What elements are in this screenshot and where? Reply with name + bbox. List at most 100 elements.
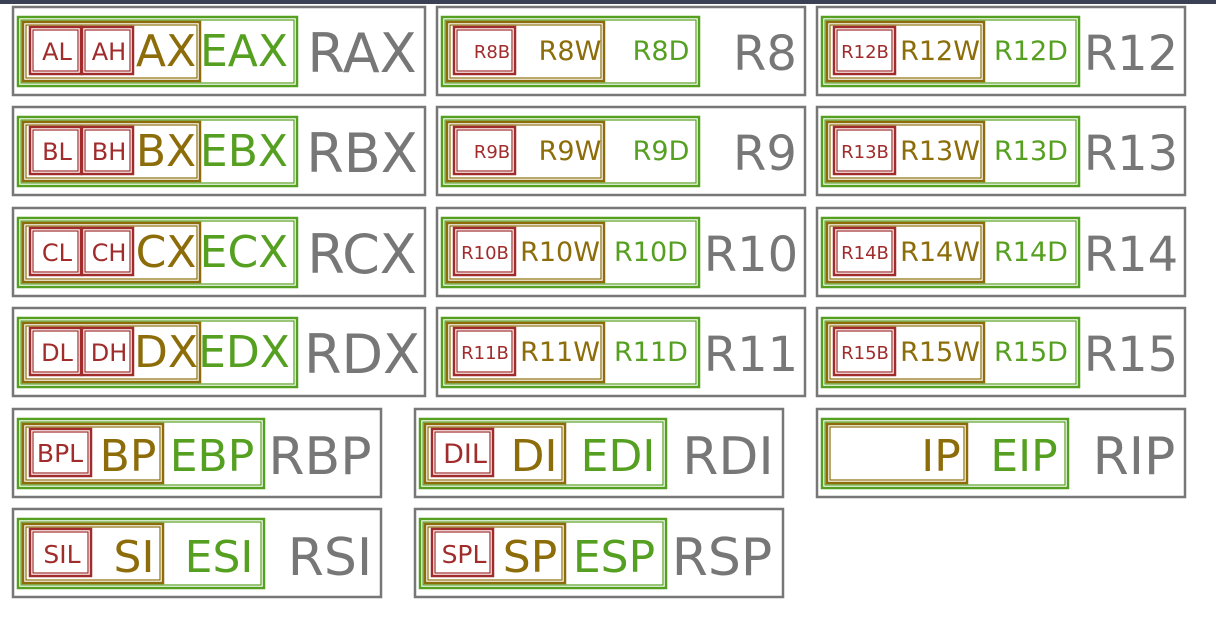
- reg32-box-inner-line: [824, 421, 1066, 486]
- reg64-label: R10: [704, 227, 798, 283]
- reg8-low-label: R12B: [841, 42, 889, 63]
- reg32-label: R10D: [614, 237, 688, 268]
- reg32-box: [820, 316, 1081, 389]
- reg32-box-inner-line: [444, 220, 697, 285]
- reg8-low-label: SIL: [43, 540, 80, 569]
- reg16-box: [825, 321, 986, 384]
- reg8-low-box: [452, 125, 517, 176]
- reg32-label: ESI: [185, 532, 254, 583]
- reg32-label: EBX: [200, 126, 288, 177]
- top-border-bar: [0, 0, 1216, 4]
- reg32-label: R14D: [994, 237, 1068, 268]
- reg8-low-box: [452, 25, 517, 76]
- register-r9: R9B R9W R9D R9: [435, 105, 807, 197]
- reg8-high-box-inner-line: [84, 230, 131, 273]
- reg64-label: RCX: [307, 223, 417, 286]
- reg32-box: [418, 417, 668, 490]
- reg32-box-inner-line: [422, 421, 664, 486]
- reg8-low-label: SPL: [442, 540, 487, 569]
- reg64-box: [11, 206, 427, 298]
- reg64-label: R14: [1084, 227, 1178, 283]
- reg32-box: [440, 115, 701, 188]
- reg32-box: [16, 417, 266, 490]
- reg16-box: [825, 221, 986, 284]
- reg32-box: [820, 216, 1081, 289]
- reg64-label: RIP: [1093, 427, 1176, 487]
- reg64-box: [815, 407, 1187, 499]
- reg32-label: R13D: [994, 136, 1068, 167]
- reg16-box-inner-line: [829, 24, 982, 79]
- reg64-box: [435, 306, 807, 398]
- reg8-low-label: DIL: [443, 439, 487, 470]
- reg64-box: [815, 306, 1187, 398]
- register-rdi: DIL DI EDI RDI: [413, 407, 785, 499]
- reg64-label: RSI: [288, 528, 372, 588]
- reg32-box-inner-line: [20, 421, 262, 486]
- reg8-low-box-inner-line: [456, 330, 513, 373]
- register-rip: IP EIP RIP: [815, 407, 1187, 499]
- reg64-box: [11, 5, 427, 97]
- reg32-label: ECX: [200, 227, 289, 278]
- reg16-box: [825, 120, 986, 183]
- reg8-high-box-inner-line: [84, 29, 131, 72]
- reg16-box: [825, 422, 969, 485]
- reg32-box: [16, 316, 299, 389]
- reg16-label: SP: [503, 532, 557, 583]
- reg64-box: [11, 105, 427, 197]
- reg16-box-inner-line: [25, 526, 161, 581]
- register-rsp: SPL SP ESP RSP: [413, 507, 785, 599]
- reg8-low-box-inner-line: [456, 29, 513, 72]
- reg8-high-box-inner-line: [84, 330, 131, 373]
- reg16-label: CX: [136, 227, 197, 278]
- reg32-box-inner-line: [20, 320, 295, 385]
- register-rbp: BPL BP EBP RBP: [11, 407, 383, 499]
- reg8-low-label: DL: [41, 339, 73, 367]
- reg16-label: SI: [114, 532, 155, 583]
- reg64-box: [11, 507, 383, 599]
- reg16-box-inner-line: [829, 124, 982, 179]
- reg16-box-inner-line: [25, 325, 198, 380]
- reg16-box: [423, 422, 567, 485]
- reg8-high-box: [80, 125, 135, 176]
- reg32-box: [820, 417, 1070, 490]
- reg16-box: [445, 321, 606, 384]
- reg64-label: RBX: [306, 122, 418, 185]
- reg8-low-box-inner-line: [456, 129, 513, 172]
- reg8-low-box: [430, 527, 495, 578]
- reg32-box: [820, 15, 1081, 88]
- reg64-label: R12: [1084, 26, 1178, 82]
- reg16-box: [423, 522, 567, 585]
- reg8-low-box-inner-line: [836, 230, 893, 273]
- reg16-box-inner-line: [427, 526, 563, 581]
- reg64-label: RDI: [682, 427, 774, 487]
- reg32-label: R12D: [994, 36, 1068, 67]
- reg32-box-inner-line: [20, 521, 262, 586]
- reg16-label: R9W: [539, 136, 602, 167]
- reg64-box: [11, 306, 427, 398]
- reg8-low-box: [452, 326, 517, 377]
- reg32-label: EIP: [990, 431, 1057, 482]
- reg64-box: [815, 105, 1187, 197]
- reg8-low-box-inner-line: [456, 230, 513, 273]
- register-rdx: DL DH DX EDX RDX: [11, 306, 427, 398]
- reg8-low-box-inner-line: [32, 330, 79, 373]
- reg32-box-inner-line: [824, 119, 1077, 184]
- reg8-low-box: [832, 25, 897, 76]
- reg16-label: BX: [136, 126, 196, 177]
- reg32-box: [16, 216, 299, 289]
- reg64-label: RSP: [672, 528, 773, 588]
- register-r15: R15B R15W R15D R15: [815, 306, 1187, 398]
- reg32-box: [440, 15, 701, 88]
- reg8-low-label: R11B: [461, 343, 509, 364]
- reg64-label: RBP: [268, 427, 371, 487]
- reg16-box-inner-line: [449, 24, 602, 79]
- reg32-box: [440, 216, 701, 289]
- reg16-box: [21, 321, 202, 384]
- reg16-label: R10W: [520, 237, 600, 268]
- reg32-box: [16, 15, 299, 88]
- reg8-low-label: AL: [42, 38, 72, 66]
- reg32-label: R8D: [633, 36, 690, 67]
- reg8-low-box-inner-line: [434, 431, 491, 474]
